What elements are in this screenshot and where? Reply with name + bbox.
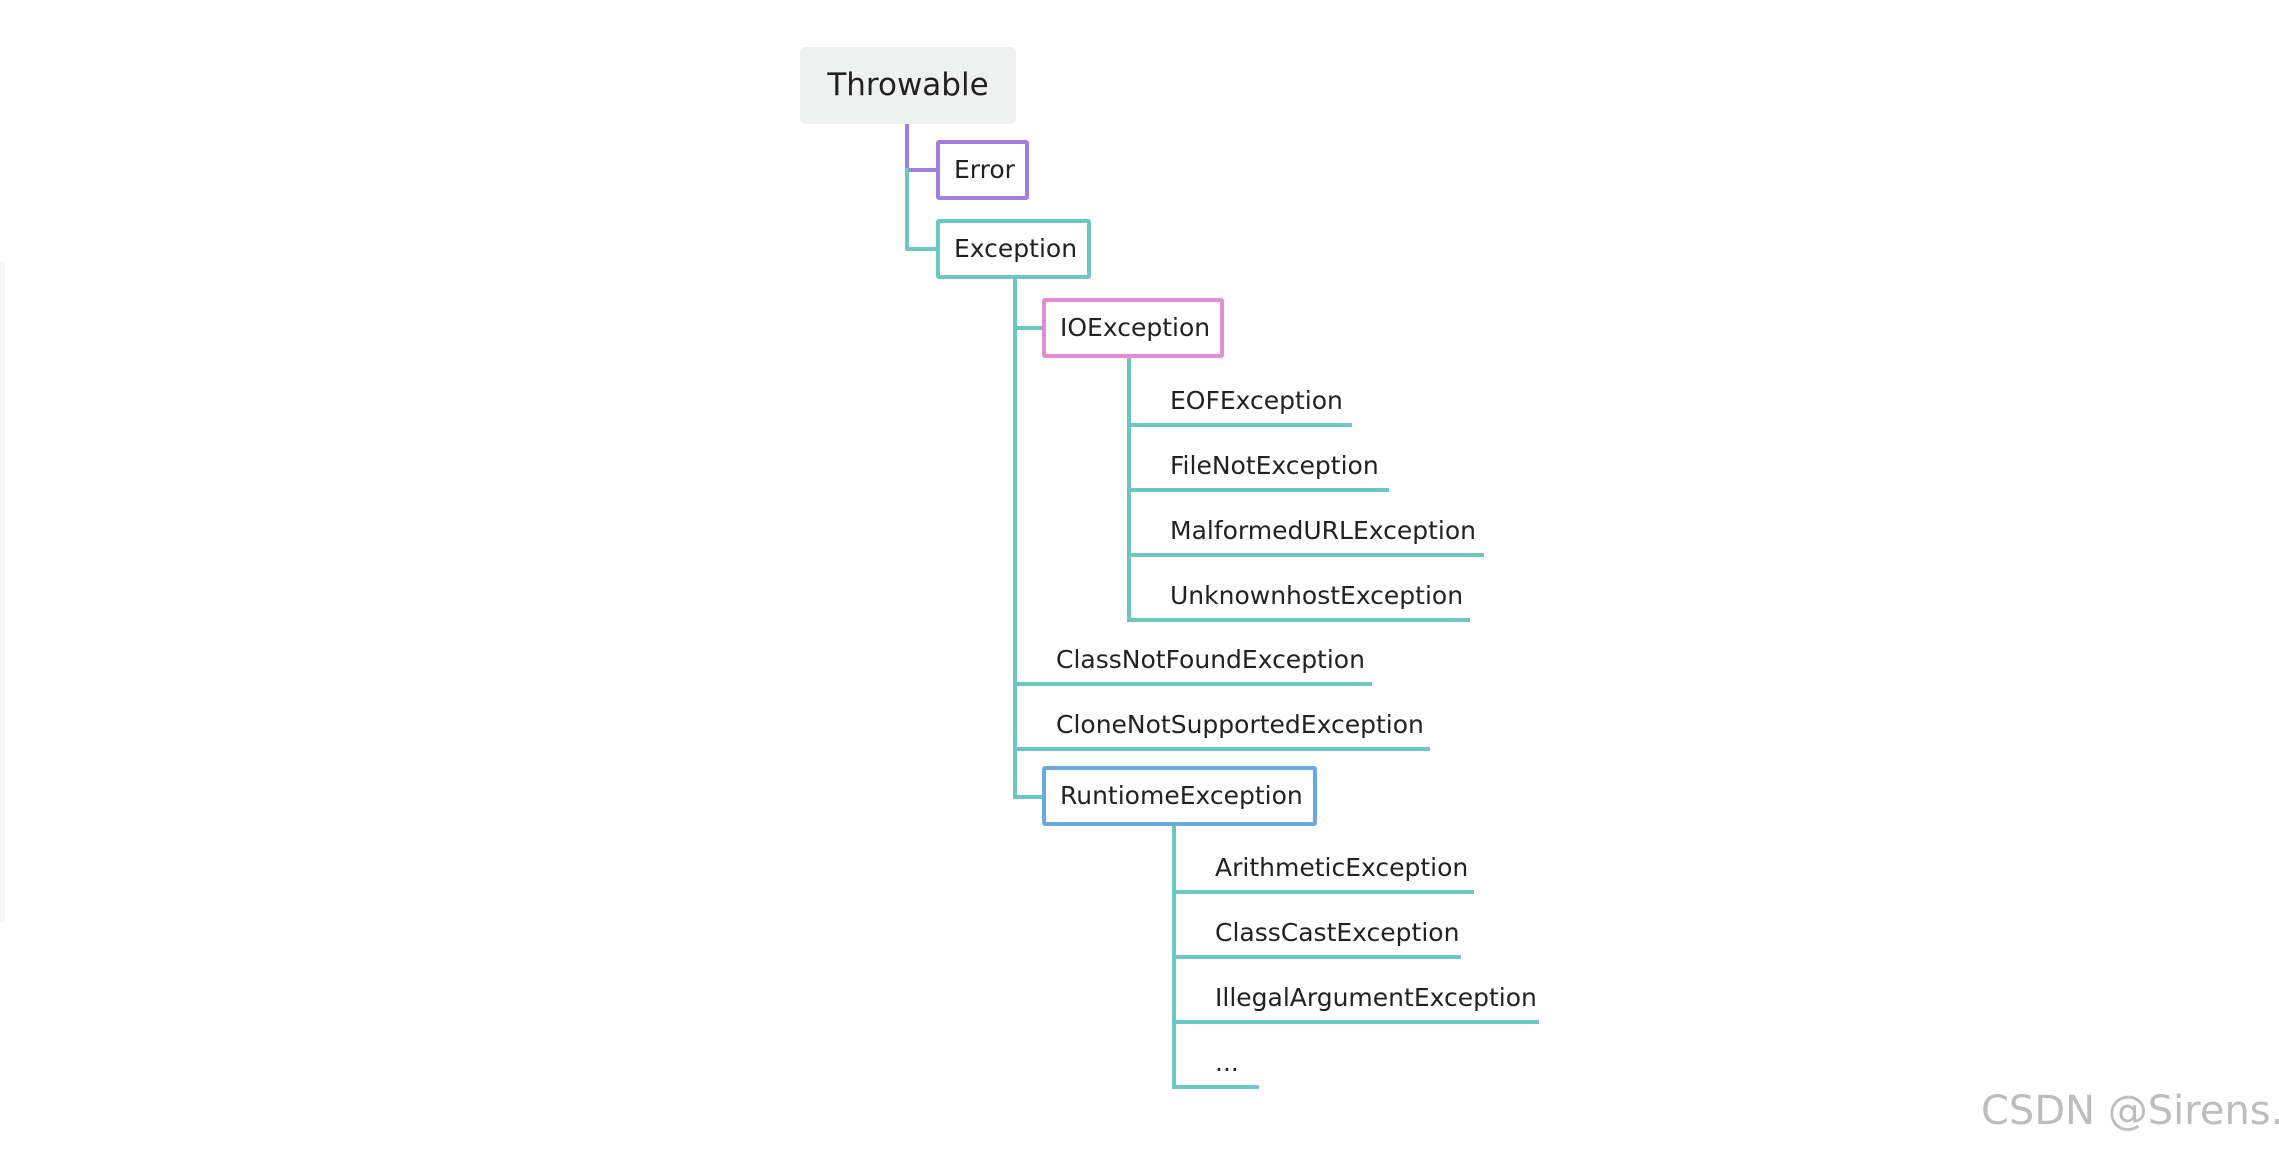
exception-node: Exception: [936, 219, 1092, 279]
ioexception-node: IOException: [1042, 298, 1225, 358]
error-branch-line: [905, 122, 938, 172]
watermark-text: CSDN @Sirens.: [1981, 1088, 2279, 1134]
error-node: Error: [936, 140, 1029, 200]
arithmeticexception-node: ArithmeticException: [1215, 853, 1469, 882]
ellipsis-node: ...: [1215, 1048, 1239, 1077]
runtimeexception-node: RuntiomeException: [1042, 766, 1317, 826]
error-connector: [905, 122, 938, 172]
classnotfoundexception-node: ClassNotFoundException: [1056, 645, 1365, 674]
unknownhostexception-node: UnknownhostException: [1170, 581, 1464, 610]
malformedurlexception-node: MalformedURLException: [1170, 516, 1477, 545]
left-edge-divider: [0, 262, 5, 922]
throwable-node: Throwable: [800, 47, 1016, 124]
eofexception-node: EOFException: [1170, 386, 1343, 415]
teal-connectors: [905, 168, 1539, 1089]
clonenotsupportedexception-node: CloneNotSupportedException: [1056, 710, 1424, 739]
exception-branch-line: [905, 168, 938, 251]
classcastexception-node: ClassCastException: [1215, 918, 1460, 947]
filenotexception-node: FileNotException: [1170, 451, 1379, 480]
illegalargumentexception-node: IllegalArgumentException: [1215, 983, 1537, 1012]
